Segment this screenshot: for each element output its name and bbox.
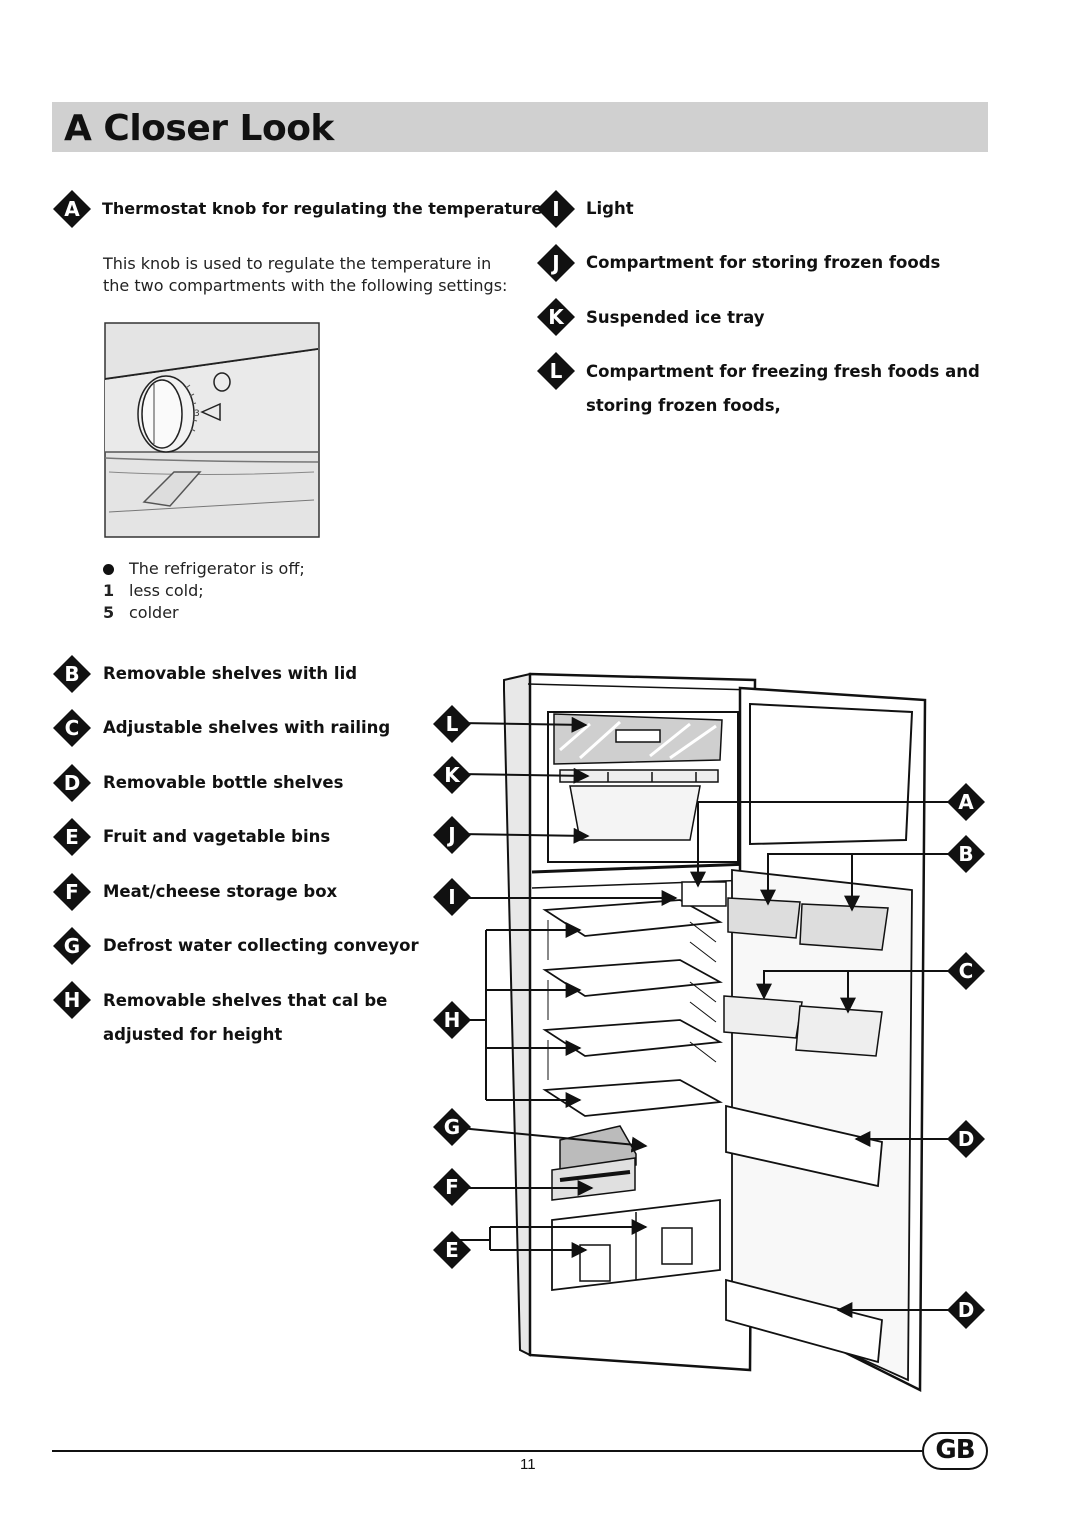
callout-g-icon: G — [432, 1107, 472, 1147]
callout-l-icon: L — [432, 704, 472, 744]
badge-e-icon: E — [52, 817, 92, 857]
svg-text:E: E — [445, 1238, 459, 1262]
fridge-diagram — [420, 660, 1020, 1400]
svg-text:K: K — [444, 763, 461, 787]
label-height-shelves-1: Removable shelves that cal be — [103, 991, 388, 1010]
svg-text:G: G — [64, 934, 80, 958]
svg-text:E: E — [65, 825, 79, 849]
callout-j-icon: J — [432, 815, 472, 855]
svg-text:G: G — [444, 1115, 460, 1139]
svg-text:K: K — [548, 305, 565, 329]
page-title: A Closer Look — [64, 108, 334, 149]
label-bottle-shelves: Removable bottle shelves — [103, 773, 344, 792]
svg-text:J: J — [550, 251, 559, 275]
svg-text:L: L — [446, 712, 459, 736]
svg-text:H: H — [64, 988, 81, 1012]
svg-text:C: C — [65, 716, 80, 740]
badge-f-icon: F — [52, 872, 92, 912]
thermostat-knob-illustration: 3 — [104, 322, 320, 538]
off-dot-icon — [103, 564, 114, 575]
label-freezing-compartment-2: storing frozen foods, — [586, 396, 781, 415]
svg-text:3: 3 — [194, 409, 200, 419]
badge-k-icon: K — [536, 297, 576, 337]
svg-text:A: A — [958, 790, 974, 814]
callout-i-icon: I — [432, 877, 472, 917]
svg-text:D: D — [64, 771, 81, 795]
label-shelves-railing: Adjustable shelves with railing — [103, 718, 391, 737]
badge-a-icon: A — [52, 189, 92, 229]
svg-text:F: F — [65, 880, 79, 904]
svg-text:I: I — [552, 197, 559, 221]
badge-g-icon: G — [52, 926, 92, 966]
badge-i-icon: I — [536, 189, 576, 229]
badge-b-icon: B — [52, 654, 92, 694]
label-frozen-compartment: Compartment for storing frozen foods — [586, 253, 941, 272]
svg-text:I: I — [448, 885, 455, 909]
svg-text:B: B — [64, 662, 79, 686]
svg-text:C: C — [959, 959, 974, 983]
callout-d-lower-icon: D — [946, 1290, 986, 1330]
callout-a-icon: A — [946, 782, 986, 822]
svg-text:B: B — [958, 842, 973, 866]
footer-rule — [52, 1450, 922, 1452]
callout-f-icon: F — [432, 1167, 472, 1207]
callout-h-icon: H — [432, 1000, 472, 1040]
callout-b-icon: B — [946, 834, 986, 874]
page-number: 11 — [520, 1456, 536, 1473]
label-bins: Fruit and vagetable bins — [103, 827, 331, 846]
title-bar: A Closer Look — [52, 102, 988, 152]
label-defrost: Defrost water collecting conveyor — [103, 936, 419, 955]
svg-text:J: J — [446, 823, 455, 847]
setting-off: The refrigerator is off; — [103, 558, 305, 580]
label-freezing-compartment-1: Compartment for freezing fresh foods and — [586, 362, 980, 381]
label-height-shelves-2: adjusted for height — [103, 1025, 283, 1044]
label-light: Light — [586, 199, 634, 218]
svg-text:F: F — [445, 1175, 459, 1199]
label-shelves-lid: Removable shelves with lid — [103, 664, 358, 683]
badge-l-icon: L — [536, 351, 576, 391]
svg-text:D: D — [958, 1298, 975, 1322]
badge-h-icon: H — [52, 980, 92, 1020]
thermostat-description: This knob is used to regulate the temper… — [103, 254, 508, 295]
label-meat-box: Meat/cheese storage box — [103, 882, 338, 901]
callout-k-icon: K — [432, 755, 472, 795]
badge-c-icon: C — [52, 708, 92, 748]
callout-d-upper-icon: D — [946, 1119, 986, 1159]
callout-e-icon: E — [432, 1230, 472, 1270]
svg-text:A: A — [64, 197, 80, 221]
label-thermostat: Thermostat knob for regulating the tempe… — [102, 199, 543, 218]
svg-text:L: L — [550, 359, 563, 383]
svg-text:H: H — [444, 1008, 461, 1032]
country-badge: GB — [922, 1432, 988, 1470]
callout-c-icon: C — [946, 951, 986, 991]
label-ice-tray: Suspended ice tray — [586, 308, 765, 327]
badge-j-icon: J — [536, 243, 576, 283]
svg-text:D: D — [958, 1127, 975, 1151]
badge-d-icon: D — [52, 763, 92, 803]
